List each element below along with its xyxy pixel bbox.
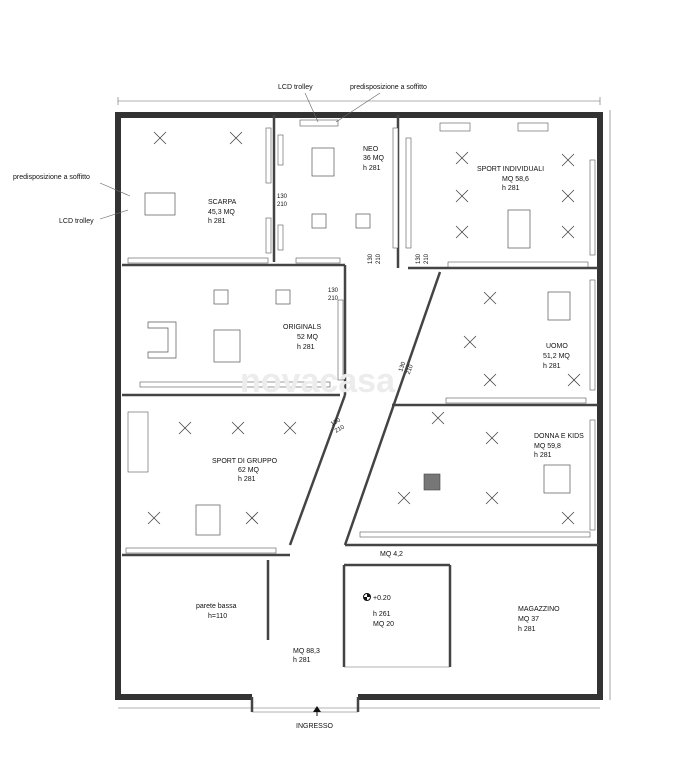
room-height-sport-di-gruppo: h 281 xyxy=(238,476,256,483)
door-6-width: 130 xyxy=(330,417,342,428)
callout-lcd-trolley-top: LCD trolley xyxy=(278,84,313,91)
room-area-sport-di-gruppo: 62 MQ xyxy=(238,467,260,474)
door-labels: 130 210 130 210 130 210 130 210 130 210 … xyxy=(277,194,430,435)
room-area-sport-individuali: MQ 58,6 xyxy=(502,176,529,183)
room-area-originals: 52 MQ xyxy=(297,334,319,341)
callout-predisposizione-left: predisposizione a soffitto xyxy=(13,174,90,181)
door-6-height: 210 xyxy=(334,424,346,435)
room-name-scarpa: SCARPA xyxy=(208,199,237,206)
door-3-height: 210 xyxy=(376,253,382,264)
room-height-deposito: h 261 xyxy=(373,611,391,618)
room-name-originals: ORIGINALS xyxy=(283,324,321,331)
room-name-sport-di-gruppo: SPORT DI GRUPPO xyxy=(212,458,278,465)
door-3-width: 130 xyxy=(368,253,374,264)
watermark: novacasa xyxy=(240,362,396,400)
door-5-width: 130 xyxy=(398,361,407,373)
room-height-donna-kids: h 281 xyxy=(534,452,552,459)
room-name-magazzino: MAGAZZINO xyxy=(518,606,560,613)
room-area-deposito: MQ 20 xyxy=(373,621,394,628)
room-height-sport-individuali: h 281 xyxy=(502,185,520,192)
room-height-neo: h 281 xyxy=(363,165,381,172)
room-name-sport-individuali: SPORT INDIVIDUALI xyxy=(477,166,544,173)
door-1-height: 210 xyxy=(277,202,288,208)
room-height-originals: h 281 xyxy=(297,344,315,351)
callout-predisposizione-top: predisposizione a soffitto xyxy=(350,84,427,91)
door-4-width: 130 xyxy=(416,253,422,264)
furniture xyxy=(144,147,571,536)
room-level-deposito: +0.20 xyxy=(373,595,391,602)
room-area-uomo: 51,2 MQ xyxy=(543,353,570,360)
room-area-ingresso: MQ 88,3 xyxy=(293,648,320,655)
door-2-width: 130 xyxy=(328,288,339,294)
room-area-scarpa: 45,3 MQ xyxy=(208,209,235,216)
outer-walls xyxy=(115,112,603,713)
room-name-neo: NEO xyxy=(363,146,379,153)
entrance-arrow-icon xyxy=(313,706,321,716)
low-wall-note: parete bassa xyxy=(196,603,237,610)
room-height-uomo: h 281 xyxy=(543,363,561,370)
room-area-neo: 36 MQ xyxy=(363,155,385,162)
callout-lcd-trolley-left: LCD trolley xyxy=(59,218,94,225)
low-wall-height: h=110 xyxy=(208,613,227,620)
room-height-ingresso: h 281 xyxy=(293,657,311,664)
room-area-donna-kids: MQ 59,8 xyxy=(534,443,561,450)
room-height-scarpa: h 281 xyxy=(208,218,226,225)
room-name-uomo: UOMO xyxy=(546,343,568,350)
entrance-label: INGRESSO xyxy=(296,723,334,730)
shelving xyxy=(125,119,596,554)
room-area-corridoio: MQ 4,2 xyxy=(380,551,403,558)
ceiling-lamps xyxy=(147,131,581,525)
room-area-magazzino: MQ 37 xyxy=(518,616,539,623)
door-2-height: 210 xyxy=(328,296,339,302)
room-height-magazzino: h 281 xyxy=(518,626,536,633)
room-name-donna-kids: DONNA E KIDS xyxy=(534,433,584,440)
door-1-width: 130 xyxy=(277,194,288,200)
callout-leaders xyxy=(99,92,381,220)
level-marker-icon xyxy=(363,593,371,601)
door-5-height: 210 xyxy=(406,363,415,375)
door-4-height: 210 xyxy=(424,253,430,264)
